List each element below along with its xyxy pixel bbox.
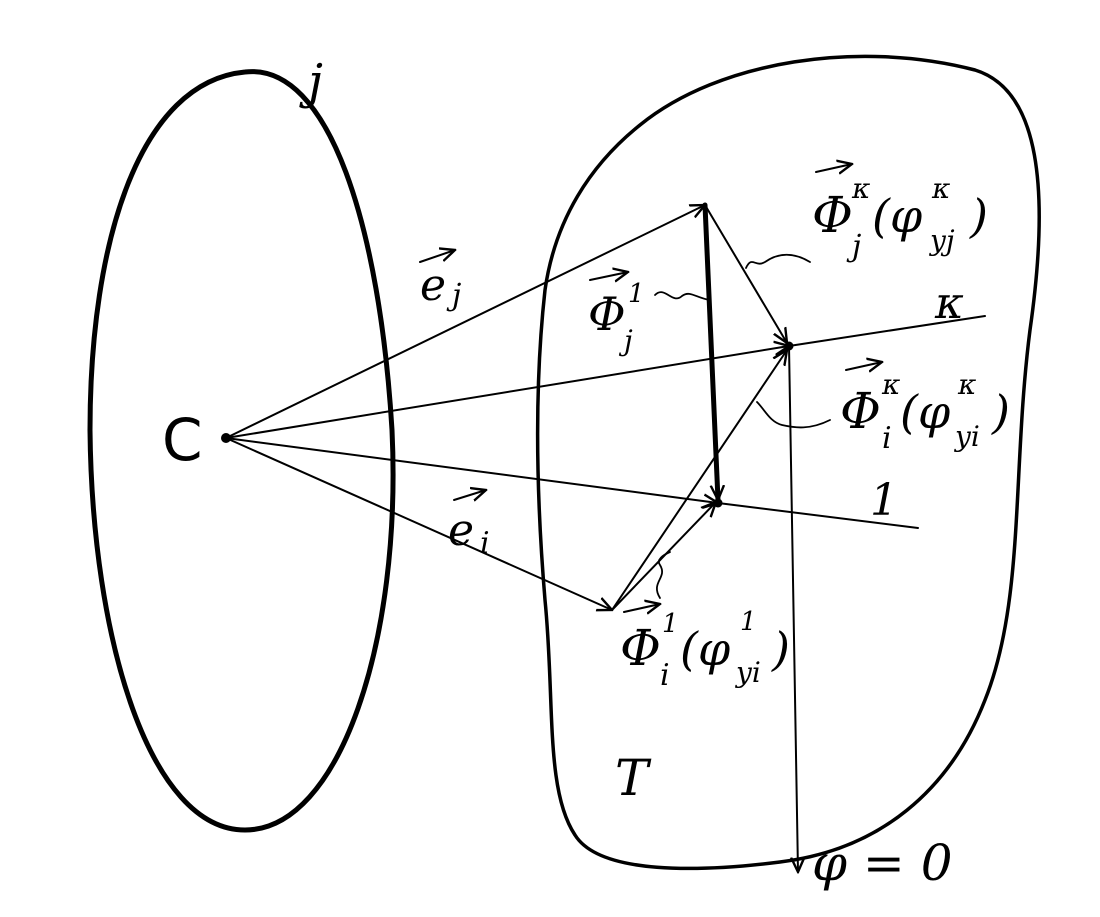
label-region-j: j [299,54,323,110]
ray-to-point-k [225,346,789,439]
svg-text:κ: κ [931,172,950,205]
line-k [788,315,986,347]
vector-e-i [225,437,612,610]
svg-text:): ) [969,189,988,243]
svg-text:1: 1 [740,607,757,637]
label-line-k: κ [934,278,964,329]
label-phi-j-k: Φ κ j (φ κ yj ) [812,164,988,264]
region-j-outline [87,69,396,833]
svg-text:(φ: (φ [680,622,731,676]
vector-phi-i-k [611,350,787,611]
svg-text:): ) [991,385,1010,439]
label-phi-i-k: Φ κ i (φ κ yi ) [840,362,1010,456]
svg-text:i: i [660,658,670,693]
svg-text:Φ: Φ [812,186,853,244]
line-1 [717,502,919,529]
svg-text:κ: κ [851,172,870,205]
ray-to-point-1 [225,437,718,503]
svg-text:yi: yi [734,656,761,689]
svg-text:Φ: Φ [620,619,661,677]
leader-phi-j-1 [654,291,711,301]
svg-text:yj: yj [928,224,955,257]
label-line-1: 1 [870,475,898,526]
vector-phi-j-1 [702,202,718,503]
label-e-j: e j [419,250,461,313]
label-center-c: C [162,406,203,474]
svg-text:1: 1 [662,609,679,639]
leader-phi-i-k [756,401,831,429]
region-t-outline [535,54,1041,871]
leader-phi-j-k [745,253,811,269]
line-phi-zero [788,345,798,872]
svg-text:κ: κ [957,368,976,401]
svg-text:e: e [420,260,446,311]
leader-phi-i-1 [656,551,671,599]
svg-text:i: i [882,421,892,456]
svg-text:(φ: (φ [872,189,923,243]
vector-phi-j-k [704,204,787,343]
svg-text:yi: yi [953,420,980,453]
svg-text:1: 1 [628,279,645,309]
svg-text:(φ: (φ [900,385,951,439]
vector-e-j [225,205,705,439]
svg-text:Φ: Φ [588,287,626,341]
label-phi-j-1: Φ 1 j [588,272,645,357]
label-phi-i-1: Φ 1 i (φ 1 yi ) [620,604,790,693]
svg-text:Φ: Φ [840,382,881,440]
label-phi-zero: φ = 0 [812,834,953,892]
svg-text:e: e [448,505,474,556]
point-1 [713,498,723,508]
svg-text:j: j [446,278,461,313]
svg-text:κ: κ [881,368,900,401]
svg-text:i: i [480,526,490,561]
label-e-i: e i [448,490,490,561]
svg-text:): ) [771,622,790,676]
label-region-t: T [615,749,652,807]
